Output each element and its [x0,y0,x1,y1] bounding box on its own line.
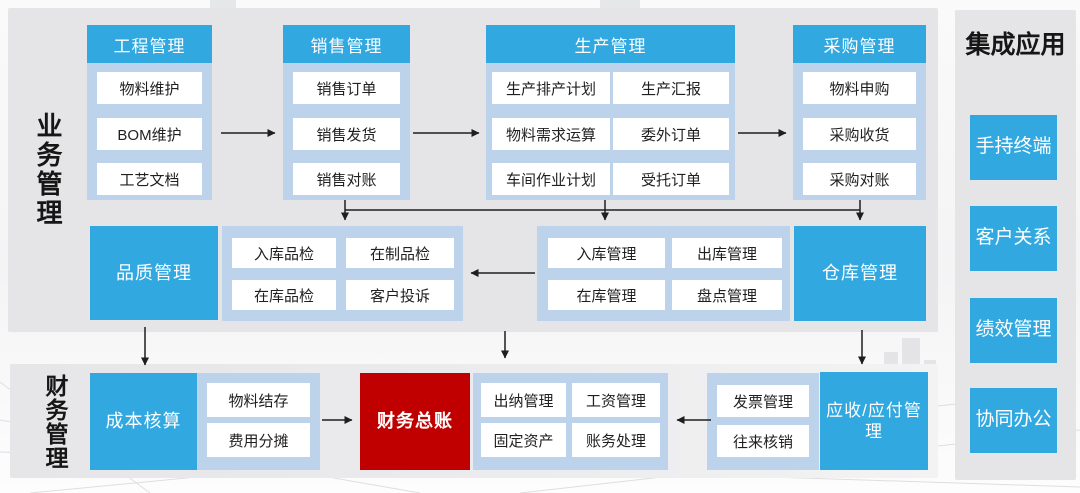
module-box: 发票管理 [717,385,809,417]
ar-ap-management-block: 应收/应付管理 [820,372,928,470]
module-box: 往来核销 [717,425,809,457]
warehouse-management-block: 仓库管理 [794,226,926,321]
production-column-group: 生产排产计划 生产汇报 物料需求运算 委外订单 车间作业计划 受托订单 [486,63,735,200]
sales-column-header: 销售管理 [283,25,410,63]
business-section-label: 业务管理 [33,112,63,228]
procurement-column-group: 物料申购 采购收货 采购对账 [793,63,926,200]
module-box: 在库品检 [232,280,336,310]
module-box: 工资管理 [572,383,660,417]
module-box: 出纳管理 [481,383,566,417]
module-box: 物料需求运算 [492,118,610,150]
quality-management-block: 品质管理 [90,226,218,320]
sidebar-block-handheld: 手持终端 [970,115,1057,180]
module-box: 工艺文档 [97,163,202,195]
module-box: 入库管理 [548,238,665,268]
module-box: 固定资产 [481,423,566,457]
engineering-column-header: 工程管理 [87,25,212,63]
module-box: 生产排产计划 [492,72,610,104]
quality-items-group: 入库品检 在制品检 在库品检 客户投诉 [222,226,463,321]
module-box: 受托订单 [613,163,729,195]
general-ledger-block: 财务总账 [360,373,470,470]
sidebar-block-crm: 客户关系 [970,206,1057,271]
module-box: 在库管理 [548,280,665,310]
module-box: 出库管理 [672,238,782,268]
production-column-header: 生产管理 [486,25,735,63]
module-box: 物料结存 [207,383,310,417]
cost-items-group: 物料结存 费用分摊 [197,373,320,470]
module-box: 费用分摊 [207,423,310,457]
module-box: 生产汇报 [613,72,729,104]
sidebar-block-performance: 绩效管理 [970,298,1057,363]
sidebar-block-collaboration: 协同办公 [970,388,1057,453]
module-box: 销售订单 [293,72,400,104]
accounting-items-group: 出纳管理 工资管理 固定资产 账务处理 [473,373,668,470]
module-box: 盘点管理 [672,280,782,310]
finance-section-label: 财务管理 [42,374,68,470]
procurement-column-header: 采购管理 [793,25,926,63]
engineering-column-group: 物料维护 BOM维护 工艺文档 [87,63,212,200]
module-box: 入库品检 [232,238,336,268]
module-box: 采购对账 [803,163,916,195]
module-box: 物料维护 [97,72,202,104]
module-box: 账务处理 [572,423,660,457]
module-box: 委外订单 [613,118,729,150]
sales-column-group: 销售订单 销售发货 销售对账 [283,63,410,200]
invoice-items-group: 发票管理 往来核销 [707,373,819,470]
cost-accounting-block: 成本核算 [90,373,197,470]
sidebar-title: 集成应用 [965,31,1066,59]
module-box: 采购收货 [803,118,916,150]
module-box: 车间作业计划 [492,163,610,195]
stock-items-group: 入库管理 出库管理 在库管理 盘点管理 [537,226,790,321]
module-box: 物料申购 [803,72,916,104]
integrated-apps-sidebar: 集成应用 手持终端 客户关系 绩效管理 协同办公 [955,10,1076,480]
module-box: BOM维护 [97,118,202,150]
module-box: 在制品检 [346,238,454,268]
module-box: 客户投诉 [346,280,454,310]
module-box: 销售对账 [293,163,400,195]
module-box: 销售发货 [293,118,400,150]
